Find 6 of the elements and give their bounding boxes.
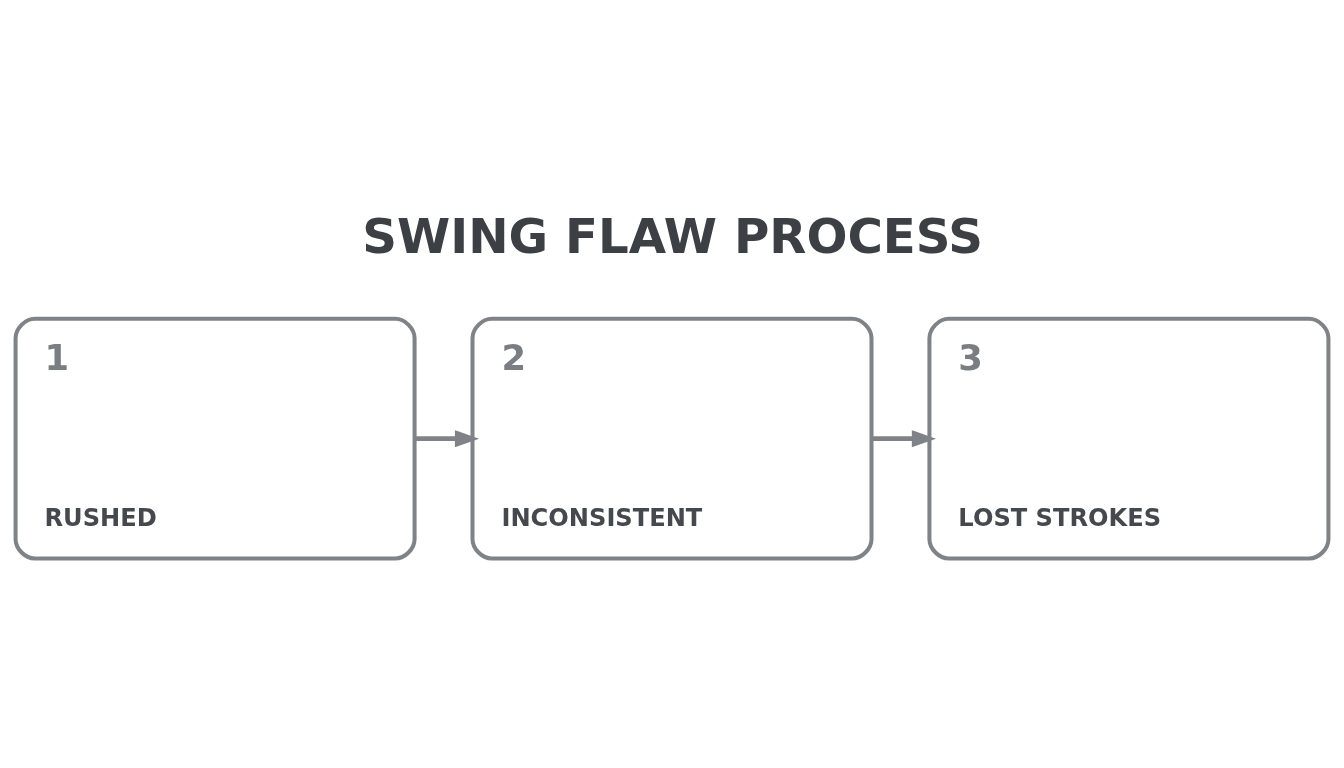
arrow [415,430,480,448]
node-box: 2 INCONSISTENT [470,316,874,561]
diagram-title: SWING FLAW PROCESS [362,207,984,264]
node-box: 3 LOST STROKES [927,316,1331,561]
arrow [871,430,937,448]
node-box: 1 RUSHED [13,316,417,561]
